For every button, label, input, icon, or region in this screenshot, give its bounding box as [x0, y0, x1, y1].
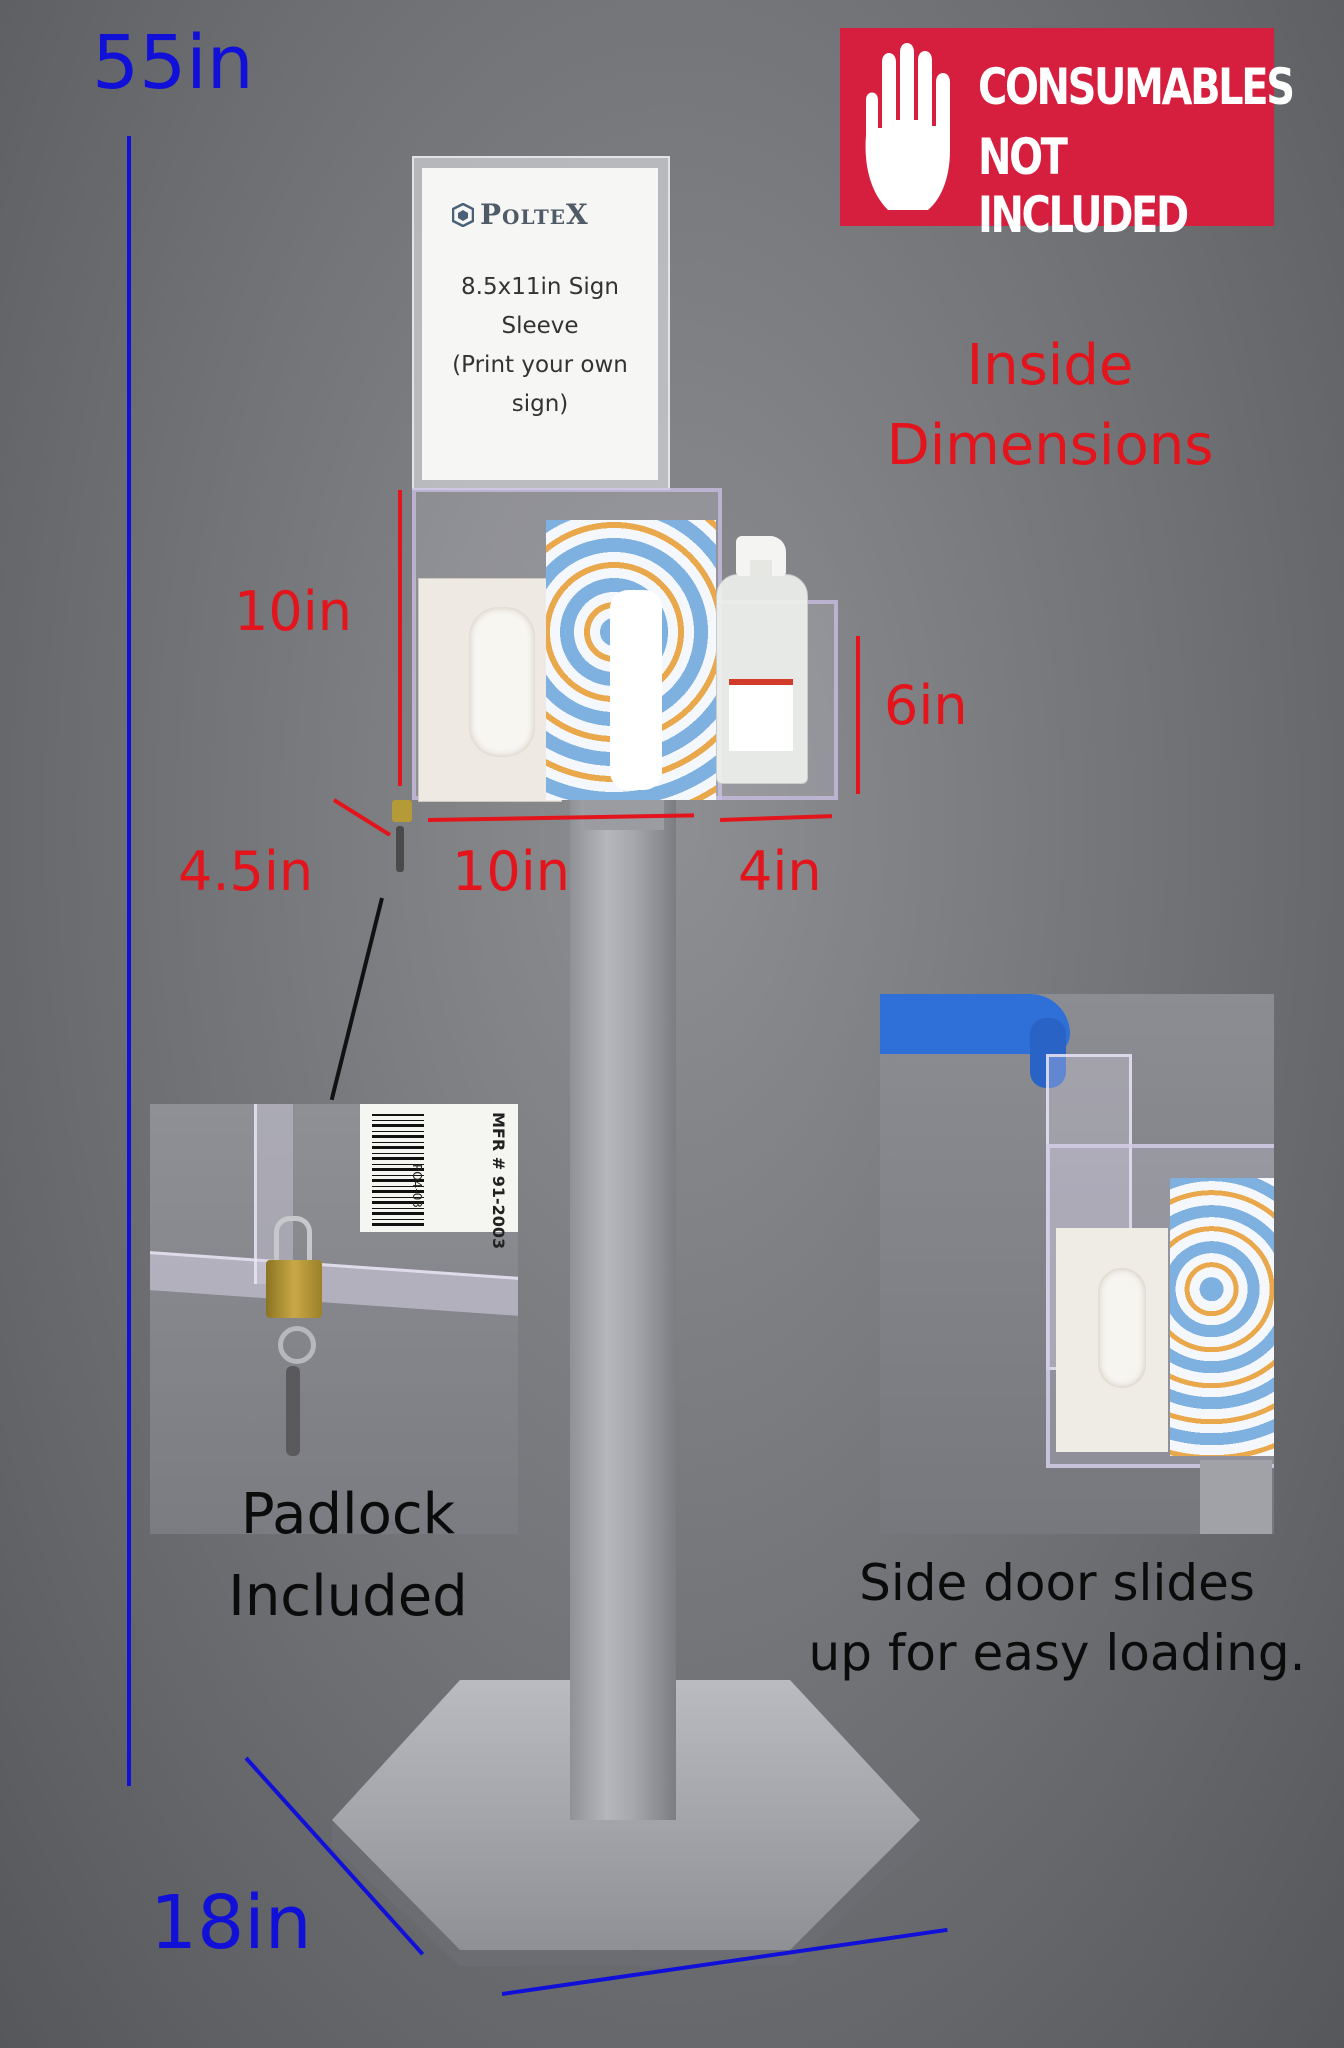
total-height-line: [127, 136, 131, 1786]
padlock-inset: PO4-03 MFR # 91-2003: [150, 1104, 518, 1534]
glove-box: [418, 578, 562, 802]
sign-text-line-3: (Print your own: [452, 352, 628, 378]
small-key: [396, 826, 404, 872]
badge-line-1: CONSUMABLES: [978, 58, 1295, 116]
inside-title-line-1: Inside: [966, 333, 1134, 398]
key-ring: [278, 1326, 316, 1364]
inset-glove-box: [1056, 1228, 1168, 1452]
consumables-badge: CONSUMABLES NOT INCLUDED: [840, 28, 1295, 244]
shelf-width-line: [720, 814, 833, 822]
sign-text-line-2: Sleeve: [501, 313, 579, 339]
sign-text: 8.5x11in Sign Sleeve (Print your own sig…: [422, 268, 658, 424]
side-door-caption: Side door slides up for easy loading.: [800, 1548, 1314, 1688]
tissue-paper: [610, 590, 662, 790]
box-depth-line: [332, 798, 392, 837]
hexagon-logo-icon: [452, 202, 474, 227]
box-depth-label: 4.5in: [178, 840, 314, 903]
inset-glove-opening: [1098, 1268, 1146, 1388]
sanitizer-label: [729, 679, 793, 751]
small-padlock: [392, 800, 412, 822]
inside-title-line-2: Dimensions: [886, 413, 1214, 478]
barcode: [372, 1114, 424, 1226]
badge-line-2: NOT INCLUDED: [978, 128, 1189, 244]
brand-logo: PolteX: [452, 198, 589, 231]
box-height-line: [398, 490, 402, 786]
side-door-caption-line-1: Side door slides: [859, 1554, 1255, 1612]
box-width-label: 10in: [452, 840, 570, 903]
total-height-label: 55in: [92, 20, 254, 106]
stand-pole: [570, 800, 676, 1820]
barcode-label: PO4-03 MFR # 91-2003: [360, 1104, 518, 1249]
sign-sleeve: PolteX 8.5x11in Sign Sleeve (Print your …: [412, 156, 670, 490]
side-door-inset: [880, 994, 1274, 1534]
sign-text-line-1: 8.5x11in Sign: [461, 274, 619, 300]
base-width-label: 18in: [150, 1880, 312, 1966]
inset-acrylic-panel: [150, 1251, 518, 1316]
tissue-box: [546, 520, 716, 800]
shelf-height-line: [856, 636, 860, 794]
side-door-caption-line-2: up for easy loading.: [808, 1624, 1306, 1682]
inside-dimensions-title: Inside Dimensions: [860, 326, 1240, 486]
brand-name: PolteX: [480, 198, 589, 231]
mfr-number: MFR # 91-2003: [489, 1112, 508, 1250]
raised-hand-icon: [865, 43, 950, 210]
sanitizer-bottle: [716, 574, 808, 784]
shelf-width-label: 4in: [738, 840, 822, 903]
padlock-caption: Padlock Included: [150, 1474, 546, 1638]
shelf-height-label: 6in: [884, 674, 968, 737]
padlock-callout-line: [329, 897, 384, 1101]
barcode-code: PO4-03: [410, 1164, 424, 1208]
pump-neck: [750, 560, 772, 578]
sign-text-line-4: sign): [511, 391, 569, 417]
inset-tissue-box: [1170, 1178, 1274, 1456]
padlock-body: [266, 1260, 322, 1318]
padlock-caption-line-1: Padlock: [240, 1482, 456, 1547]
inset-pole: [1200, 1460, 1272, 1534]
key: [286, 1366, 300, 1456]
box-height-label: 10in: [234, 580, 352, 643]
glove-box-opening: [469, 607, 535, 757]
sign-paper: PolteX 8.5x11in Sign Sleeve (Print your …: [422, 168, 658, 480]
padlock-caption-line-2: Included: [228, 1564, 468, 1629]
padlock-shackle: [274, 1216, 312, 1265]
